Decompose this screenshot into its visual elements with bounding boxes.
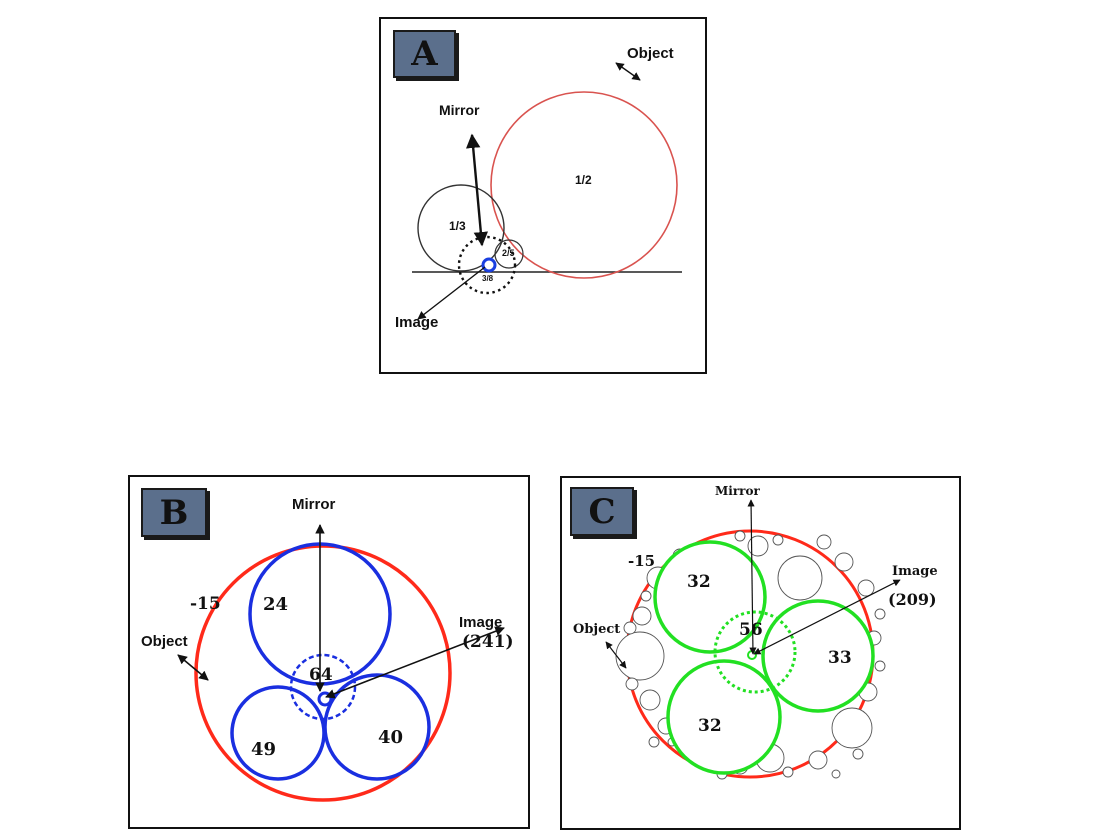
top-circle-label: 24 [263, 594, 289, 615]
left-circle-label: 1/3 [449, 219, 466, 233]
mirror-arrow [466, 133, 488, 247]
mirror-circle [457, 235, 517, 295]
left-circle-label: 49 [251, 739, 277, 760]
small-circle-label: 2/5 [502, 248, 515, 258]
packing-circle [625, 677, 639, 691]
small-circle [494, 239, 524, 269]
panel-b-drawing [177, 524, 505, 802]
object-circle [490, 91, 678, 279]
object-label: Object [141, 633, 188, 650]
object-label: Object [573, 622, 621, 637]
top-circle-label: 32 [687, 572, 711, 592]
mirror-label: Mirror [439, 102, 480, 118]
panel-a-badge: A [393, 30, 456, 78]
center-circle-label: 3/8 [482, 274, 494, 283]
packing-circle [782, 766, 794, 778]
packing-circle [639, 689, 661, 711]
image-value-label: (241) [462, 632, 514, 652]
left-circle [417, 184, 505, 272]
packing-circle [874, 660, 886, 672]
mirror-label: Mirror [715, 484, 760, 498]
packing-circle [615, 631, 665, 681]
right-circle-label: 40 [378, 727, 404, 748]
outer-curvature-label: -15 [190, 594, 221, 614]
packing-circle [831, 707, 873, 749]
image-label: Image [459, 614, 503, 631]
center-circle-label: 64 [309, 665, 333, 685]
packing-circle [640, 590, 652, 602]
packing-circle [816, 534, 832, 550]
panel-c: C Mirror -15 Image (209) 32 Object 56 33… [560, 476, 961, 830]
packing-circle [808, 750, 828, 770]
panel-a-drawing [412, 62, 682, 320]
packing-circle [777, 555, 823, 601]
large-circle-label: 1/2 [575, 173, 592, 187]
packing-circle [632, 606, 652, 626]
right-circle [761, 599, 875, 713]
left-circle [230, 685, 326, 781]
bottom-circle [666, 659, 782, 775]
packing-circle [852, 748, 864, 760]
object-arrow [605, 641, 627, 669]
outer-curvature-label: -15 [628, 552, 656, 570]
panel-b: B Mirror -15 Object 24 Image (241) 64 40… [128, 475, 530, 829]
image-arrow [325, 626, 505, 699]
packing-circle [734, 530, 746, 542]
panel-c-badge: C [570, 487, 634, 536]
panel-c-drawing [605, 499, 901, 780]
image-label: Image [892, 564, 938, 579]
right-circle-label: 33 [828, 648, 852, 668]
packing-circle [648, 736, 660, 748]
object-arrow [177, 654, 209, 681]
packing-circle [834, 552, 854, 572]
packing-circle [623, 621, 637, 635]
center-circle-label: 56 [739, 620, 763, 640]
object-arrow [615, 62, 641, 81]
packing-circle [857, 579, 875, 597]
mirror-label: Mirror [292, 496, 336, 513]
object-label: Object [627, 45, 674, 62]
bottom-circle-label: 32 [698, 716, 722, 736]
mirror-arrow [747, 499, 757, 655]
image-value-label: (209) [888, 590, 937, 609]
image-arrow [753, 579, 901, 655]
packing-circle [831, 769, 841, 779]
image-label: Image [395, 314, 439, 331]
panel-b-badge: B [141, 488, 207, 537]
packing-circle [874, 608, 886, 620]
packing-circle [772, 534, 784, 546]
image-circle [317, 691, 333, 707]
image-circle [481, 257, 497, 273]
panel-a: A Object Mirror 1/2 1/3 2/5 3/8 Image [379, 17, 707, 374]
image-arrow [417, 266, 486, 320]
